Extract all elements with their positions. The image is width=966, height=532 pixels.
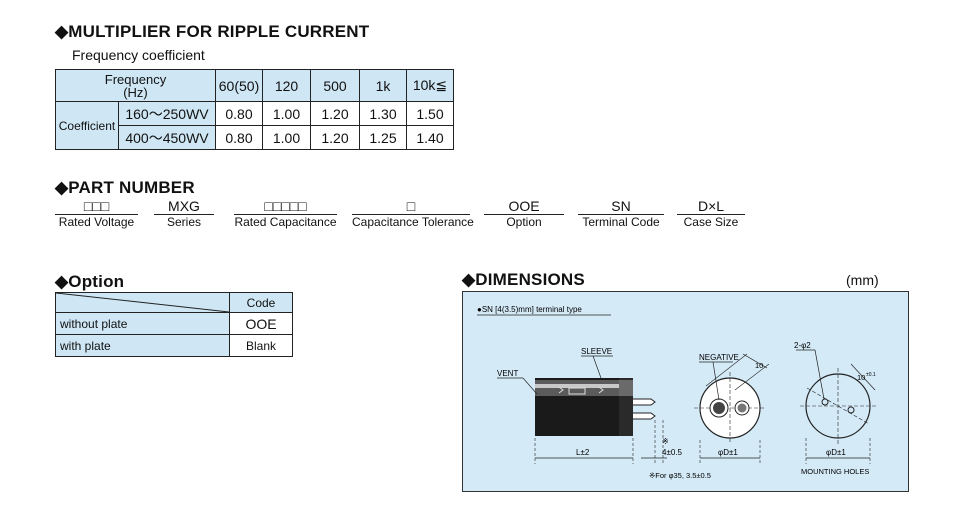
sleeve-label: SLEEVE [581, 347, 612, 356]
pn-label: Capacitance Tolerance [352, 215, 474, 229]
part-number-heading: ◆PART NUMBER [55, 178, 195, 197]
frequency-coefficient-subheading: Frequency coefficient [72, 47, 205, 63]
pn-label: Rated Capacitance [234, 215, 337, 229]
dimensions-drawing-box: ●SN [4(3.5)mm] terminal type SLEEVE VENT… [462, 291, 909, 492]
pn-field-series: MXG Series [154, 198, 214, 229]
coefficient-label: Coefficient [55, 101, 119, 150]
hole-pitch-tolerance: ±0.1 [866, 372, 876, 378]
lead-dim: 4±0.5 [662, 448, 683, 457]
option-diagonal-cell [55, 292, 230, 313]
capacitor-drawing: ●SN [4(3.5)mm] terminal type SLEEVE VENT… [477, 305, 876, 480]
mounting-holes-label: MOUNTING HOLES [801, 467, 869, 476]
diameter-dim-mounting: φD±1 [826, 448, 846, 457]
coef-cell: 1.00 [262, 101, 311, 126]
terminal-pitch: 10 [755, 361, 763, 370]
ripple-table: Frequency (Hz) 60(50) 120 500 1k 10k≦ Co… [55, 69, 454, 150]
freq-cell: 60(50) [215, 69, 263, 102]
option-row-label: without plate [55, 312, 230, 335]
pn-field-rated-capacitance: □□□□□ Rated Capacitance [234, 198, 337, 229]
option-heading: ◆Option [55, 272, 125, 291]
note-mark: ※ [662, 437, 669, 446]
hole-diameter-label: 2-φ2 [794, 341, 811, 350]
dimensions-heading: ◆DIMENSIONS [462, 270, 585, 289]
pn-underline [352, 214, 470, 215]
freq-cell: 1k [359, 69, 407, 102]
pn-label: Series [166, 215, 201, 229]
pn-code: MXG [168, 198, 200, 214]
coef-cell: 0.80 [215, 125, 263, 150]
diameter-dim-front: φD±1 [718, 448, 738, 457]
pn-code: □□□□□ [264, 198, 307, 214]
dimensions-unit: (mm) [846, 272, 879, 288]
coef-cell: 1.25 [359, 125, 407, 150]
pn-underline [578, 214, 664, 215]
pn-code: □ [406, 198, 416, 214]
coef-cell: 1.50 [406, 101, 454, 126]
frequency-header: Frequency (Hz) [55, 69, 216, 102]
hole-pitch: 10 [857, 373, 865, 382]
pn-label: Terminal Code [582, 215, 660, 229]
negative-label: NEGATIVE [699, 353, 739, 362]
pn-label: Case Size [683, 215, 739, 229]
pn-underline [55, 214, 138, 215]
pn-code: D×L [697, 198, 725, 214]
pn-label: Option [506, 215, 542, 229]
terminal-type-label: ●SN [4(3.5)mm] terminal type [477, 305, 582, 314]
voltage-cell: 400～450WV [118, 125, 216, 150]
freq-cell: 10k≦ [406, 69, 454, 102]
pn-underline [677, 214, 745, 215]
pn-field-case-size: D×L Case Size [677, 198, 745, 229]
pn-field-option: OOE Option [484, 198, 564, 229]
pn-underline [484, 214, 564, 215]
option-row-code: OOE [229, 312, 293, 335]
pn-field-capacitance-tolerance: □ Capacitance Tolerance [352, 198, 474, 229]
coef-cell: 1.20 [310, 125, 360, 150]
coef-cell: 0.80 [215, 101, 263, 126]
pn-underline [234, 214, 337, 215]
diagonal-line [56, 293, 229, 312]
option-row-code: Blank [229, 334, 293, 357]
pn-field-terminal-code: SN Terminal Code [578, 198, 664, 229]
voltage-cell: 160～250WV [118, 101, 216, 126]
option-table: Code without plate OOE with plate Blank [55, 292, 293, 357]
coef-cell: 1.40 [406, 125, 454, 150]
pn-label: Rated Voltage [58, 215, 135, 229]
length-dim: L±2 [576, 448, 590, 457]
freq-cell: 500 [310, 69, 360, 102]
pn-code: OOE [508, 198, 540, 214]
pn-code: □□□ [83, 198, 110, 214]
freq-cell: 120 [262, 69, 311, 102]
option-row-label: with plate [55, 334, 230, 357]
pn-code: SN [611, 198, 631, 214]
pn-field-rated-voltage: □□□ Rated Voltage [55, 198, 138, 229]
ripple-heading: ◆MULTIPLIER FOR RIPPLE CURRENT [55, 22, 370, 41]
coef-cell: 1.30 [359, 101, 407, 126]
pn-underline [154, 214, 214, 215]
footnote: ※For φ35, 3.5±0.5 [649, 471, 711, 480]
coef-cell: 1.20 [310, 101, 360, 126]
coef-cell: 1.00 [262, 125, 311, 150]
option-code-header: Code [229, 292, 293, 313]
vent-label: VENT [497, 369, 518, 378]
